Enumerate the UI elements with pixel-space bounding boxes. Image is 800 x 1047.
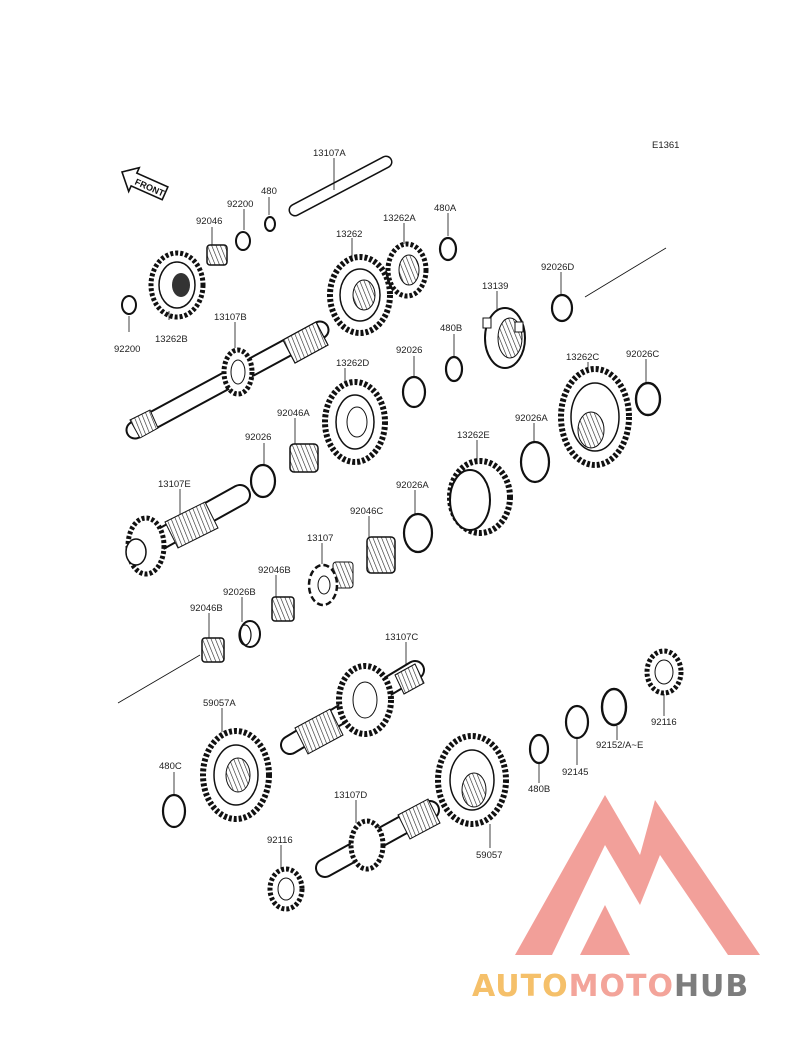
part-labels: 13107A 480 92200 92046 13262 13262A 480A… xyxy=(114,148,677,861)
circlip-480 xyxy=(264,216,276,232)
washer-92200 xyxy=(235,231,251,251)
watermark-moto: MOTO xyxy=(569,969,674,1004)
label-480A: 480A xyxy=(434,203,457,214)
washer-92026D xyxy=(550,293,574,323)
label-92026A-lower: 92026A xyxy=(396,480,429,491)
gear-13262D xyxy=(322,379,388,465)
circlip-480B-lower xyxy=(528,733,550,765)
gear-13262E xyxy=(447,458,513,536)
needle-bearing-92046B-lower xyxy=(201,637,225,663)
label-480B: 480B xyxy=(440,323,462,334)
bushing-92026B xyxy=(238,620,261,648)
bushing-13107 xyxy=(307,561,354,607)
shaft-13107E xyxy=(125,484,251,577)
svg-text:AUTOMOTOHUB: AUTOMOTOHUB xyxy=(472,969,749,1004)
watermark-hub: HUB xyxy=(674,969,749,1004)
circlip-480A xyxy=(438,236,458,262)
label-59057: 59057 xyxy=(476,850,502,861)
label-92046: 92046 xyxy=(196,216,222,227)
label-13262E: 13262E xyxy=(457,430,490,441)
gear-13262C xyxy=(558,366,632,468)
label-92026C: 92026C xyxy=(626,349,659,360)
label-13262D: 13262D xyxy=(336,358,369,369)
washer-92026A-lower xyxy=(402,512,434,554)
watermark-text: AUTOMOTOHUB xyxy=(472,969,749,1004)
diagram-code: E1361 xyxy=(652,140,679,151)
label-92046C: 92046C xyxy=(350,506,383,517)
gear-13262 xyxy=(327,254,393,336)
label-92200: 92200 xyxy=(227,199,253,210)
label-92026: 92026 xyxy=(396,345,422,356)
label-92046B: 92046B xyxy=(258,565,291,576)
label-13262B: 13262B xyxy=(155,334,188,345)
label-13262C: 13262C xyxy=(566,352,599,363)
label-480C: 480C xyxy=(159,761,182,772)
gear-59057A xyxy=(200,728,272,822)
axis-line xyxy=(584,247,667,298)
label-13107: 13107 xyxy=(307,533,333,544)
label-480: 480 xyxy=(261,186,277,197)
washer-92145 xyxy=(564,704,590,740)
label-92116-lower: 92116 xyxy=(267,835,293,846)
shift-dog-13139 xyxy=(482,307,526,369)
watermark-auto: AUTO xyxy=(472,969,569,1004)
gear-59057 xyxy=(435,733,509,827)
label-480B-lower: 480B xyxy=(528,784,550,795)
shaft-13107D xyxy=(315,798,441,878)
label-13107B: 13107B xyxy=(214,312,247,323)
circlip-480C xyxy=(161,793,187,829)
shaft-13107B xyxy=(125,320,330,440)
watermark-logo xyxy=(515,795,760,955)
leader-lines xyxy=(128,158,665,869)
axis-line-left xyxy=(117,654,201,704)
label-92200-lower: 92200 xyxy=(114,344,140,355)
label-13107E: 13107E xyxy=(158,479,191,490)
washer-92026-mid xyxy=(249,463,277,499)
gear-13262B xyxy=(148,250,206,320)
needle-bearing-92046A xyxy=(289,443,319,473)
label-92046A: 92046A xyxy=(277,408,310,419)
shaft-13107C xyxy=(280,660,425,755)
label-13107A: 13107A xyxy=(313,148,346,159)
label-13107C: 13107C xyxy=(385,632,418,643)
pin-shaft-13107A xyxy=(288,155,393,217)
label-92145: 92145 xyxy=(562,767,588,778)
label-92026-mid: 92026 xyxy=(245,432,271,443)
ball-bearing-92116-lower xyxy=(267,866,305,912)
label-59057A: 59057A xyxy=(203,698,236,709)
label-13107D: 13107D xyxy=(334,790,367,801)
washer-92026 xyxy=(401,375,427,409)
label-92026A: 92026A xyxy=(515,413,548,424)
washer-92026A xyxy=(519,440,551,484)
label-92152: 92152/A~E xyxy=(596,740,643,751)
ball-bearing-92116 xyxy=(644,648,684,696)
shim-92152 xyxy=(600,687,628,727)
label-13262A: 13262A xyxy=(383,213,416,224)
washer-92200-lower xyxy=(121,295,137,315)
needle-bearing-92046B xyxy=(271,596,295,622)
front-arrow-icon: FRONT xyxy=(120,166,169,201)
label-92116: 92116 xyxy=(651,717,677,728)
label-92026D: 92026D xyxy=(541,262,574,273)
circlip-480B xyxy=(444,355,464,383)
label-13139: 13139 xyxy=(482,281,508,292)
label-13262: 13262 xyxy=(336,229,362,240)
label-92046B-lower: 92046B xyxy=(190,603,223,614)
washer-92026C xyxy=(634,381,662,417)
needle-bearing-92046C xyxy=(366,536,396,574)
needle-bearing-92046 xyxy=(206,244,228,266)
label-92026B: 92026B xyxy=(223,587,256,598)
gear-13262A xyxy=(385,241,429,299)
